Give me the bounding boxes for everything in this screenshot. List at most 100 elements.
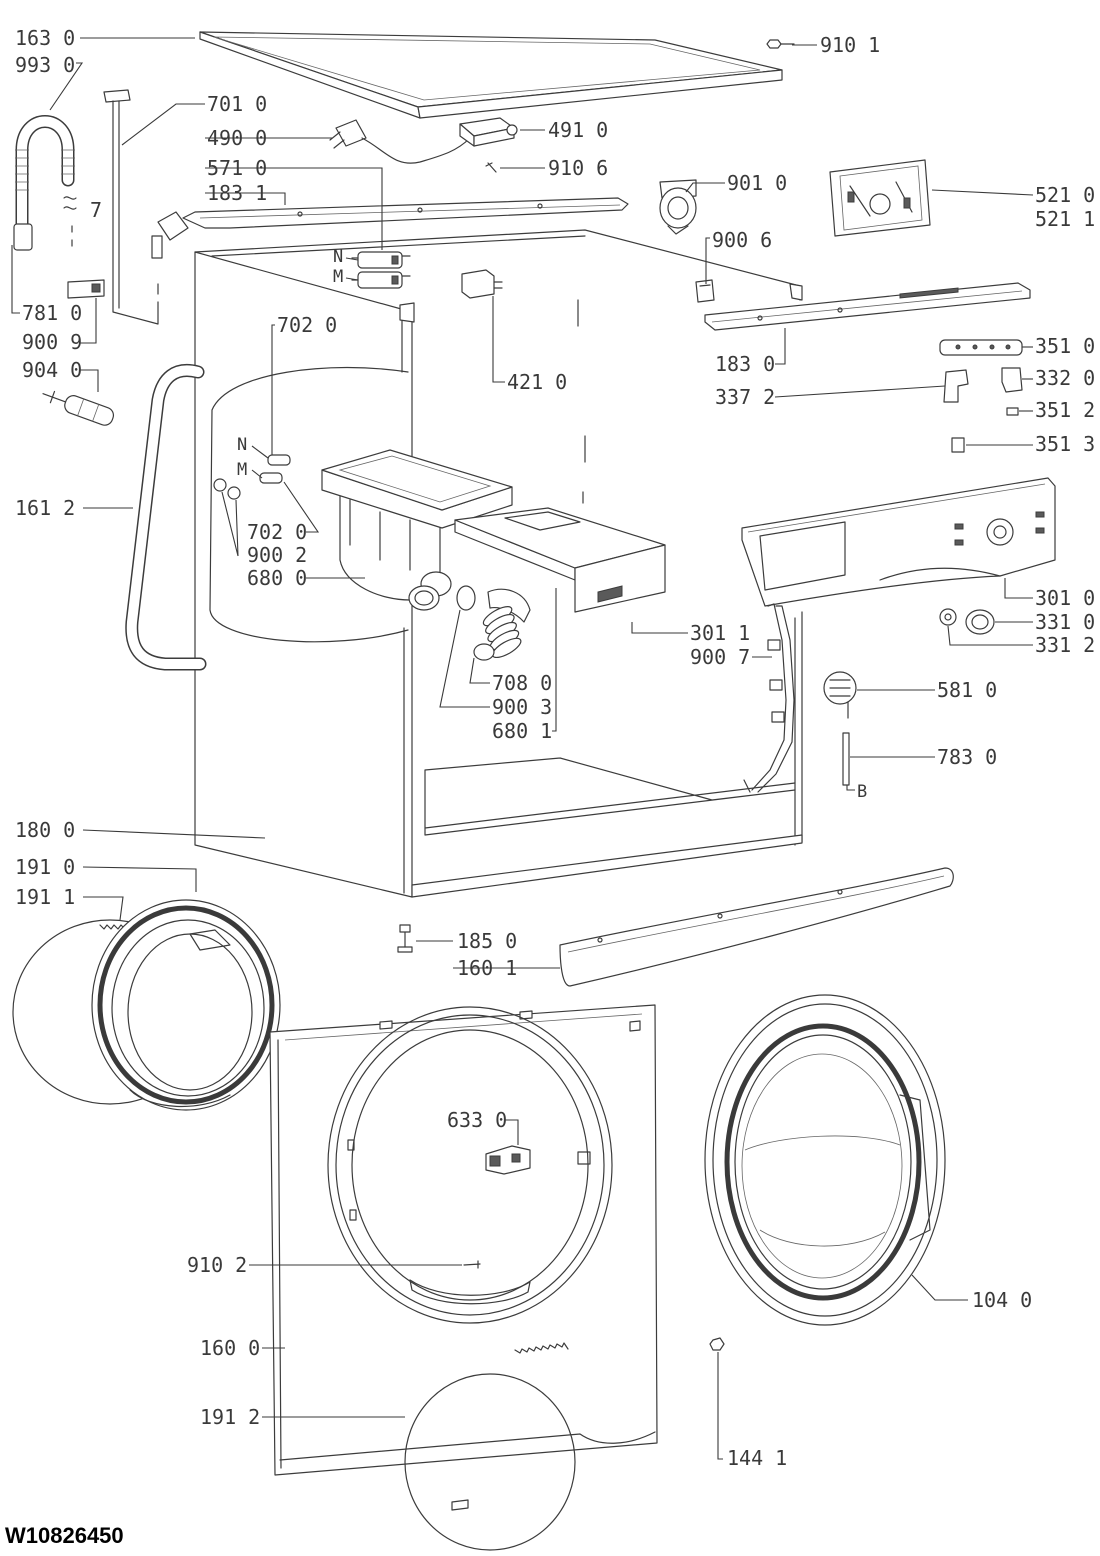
leader-781-0 — [11, 245, 20, 314]
callout-781-0: 781 0 — [22, 301, 82, 325]
leader-521-0 — [931, 189, 1034, 196]
callout-331-2: 331 2 — [1035, 633, 1095, 657]
part-337-2 — [943, 369, 969, 403]
callout-904-0: 904 0 — [22, 358, 82, 382]
knob — [965, 609, 995, 635]
leader-301-1 — [631, 622, 688, 634]
callout-183-1: 183 1 — [207, 181, 267, 205]
pump-filter — [42, 390, 115, 426]
callout-301-0: 301 0 — [1035, 586, 1095, 610]
callout-581-0: 581 0 — [937, 678, 997, 702]
callout-900-9: 900 9 — [22, 330, 82, 354]
callout-337-2: 337 2 — [715, 385, 775, 409]
inlet-valve — [351, 251, 411, 289]
leader-wire-m-a — [251, 469, 263, 479]
callout-7: 7 — [90, 198, 102, 222]
callout-180-0: 180 0 — [15, 818, 75, 842]
callout-993-0: 993 0 — [15, 53, 75, 77]
leader-571-0 — [205, 167, 383, 250]
leader-331-2 — [947, 625, 1033, 646]
power-cord — [329, 119, 471, 164]
callout-680-1: 680 1 — [492, 719, 552, 743]
leader-wire-m-b — [345, 277, 359, 281]
callout-191-2: 191 2 — [200, 1405, 260, 1429]
wire-mark-b: B — [857, 782, 867, 802]
leader-421-0 — [492, 296, 505, 383]
callout-490-0: 490 0 — [207, 126, 267, 150]
callout-185-0: 185 0 — [457, 929, 517, 953]
callout-783-0: 783 0 — [937, 745, 997, 769]
door — [704, 994, 946, 1326]
leader-900-9 — [80, 298, 97, 344]
leader-900-2 — [221, 491, 239, 557]
leader-993-0 — [49, 62, 84, 111]
part-351-0 — [939, 339, 1023, 356]
wire-harness — [743, 603, 795, 793]
leader-191-1 — [83, 896, 124, 921]
callout-183-0: 183 0 — [715, 352, 775, 376]
screw-910-2 — [463, 1260, 481, 1269]
leader-708-0 — [469, 657, 490, 684]
detergent-drawer — [454, 507, 666, 613]
leader-104-0 — [911, 1274, 968, 1301]
callout-351-0: 351 0 — [1035, 334, 1095, 358]
counterweight-frame — [125, 364, 207, 671]
front-top-rail — [704, 282, 1031, 331]
knob-insert — [939, 608, 957, 626]
nut-144-1 — [709, 1337, 725, 1351]
wire-mark-n-connector: N — [237, 435, 247, 455]
leader-180-0 — [82, 829, 266, 839]
door-gasket — [91, 899, 281, 1111]
callout-910-2: 910 2 — [187, 1253, 247, 1277]
part-351-2 — [1006, 407, 1019, 416]
leader-144-1 — [717, 1352, 723, 1460]
leader-183-1 — [205, 192, 286, 205]
leader-wire-n-b — [345, 257, 359, 261]
callout-161-2: 161 2 — [15, 496, 75, 520]
clip-900-9 — [67, 279, 105, 299]
leader-633-0 — [505, 1119, 519, 1145]
door-lock — [485, 1145, 531, 1175]
top-panel — [199, 31, 783, 119]
callout-900-6: 900 6 — [712, 228, 772, 252]
callout-160-0: 160 0 — [200, 1336, 260, 1360]
leader-904-0 — [80, 369, 99, 392]
callout-633-0: 633 0 — [447, 1108, 507, 1132]
callout-901-0: 901 0 — [727, 171, 787, 195]
callout-900-2: 900 2 — [247, 543, 307, 567]
leader-301-0 — [1004, 578, 1033, 599]
inlet-elbow — [151, 211, 189, 259]
screw-910-6 — [485, 162, 497, 173]
inlet-hose — [13, 115, 77, 251]
callout-163-0: 163 0 — [15, 26, 75, 50]
callout-521-0: 521 0 — [1035, 183, 1095, 207]
wire-mark-m-connector: M — [237, 460, 247, 480]
leader-183-0 — [775, 328, 786, 365]
wire-mark-n-valve: N — [333, 247, 343, 267]
top-rear-rail — [182, 197, 629, 229]
callout-708-0: 708 0 — [492, 671, 552, 695]
callout-191-1: 191 1 — [15, 885, 75, 909]
vent-pipe — [103, 89, 159, 325]
callout-900-3: 900 3 — [492, 695, 552, 719]
kickplate — [559, 867, 954, 987]
callout-910-1: 910 1 — [820, 33, 880, 57]
callout-701-0: 701 0 — [207, 92, 267, 116]
callout-351-2: 351 2 — [1035, 398, 1095, 422]
clip-900-6 — [695, 279, 715, 303]
callout-680-0: 680 0 — [247, 566, 307, 590]
callout-421-0: 421 0 — [507, 370, 567, 394]
leader-lines — [11, 37, 1034, 1460]
callout-301-1: 301 1 — [690, 621, 750, 645]
callout-144-1: 144 1 — [727, 1446, 787, 1470]
control-panel — [741, 477, 1056, 607]
callout-571-0: 571 0 — [207, 156, 267, 180]
callout-labels: 163 0 993 0 910 1 701 0 490 0 491 0 571 … — [15, 26, 1095, 1470]
front-gasket-spring — [404, 1342, 576, 1551]
cabinet — [194, 229, 803, 898]
callout-332-0: 332 0 — [1035, 366, 1095, 390]
part-332-0 — [1001, 367, 1023, 393]
callout-910-6: 910 6 — [548, 156, 608, 180]
callout-331-0: 331 0 — [1035, 610, 1095, 634]
